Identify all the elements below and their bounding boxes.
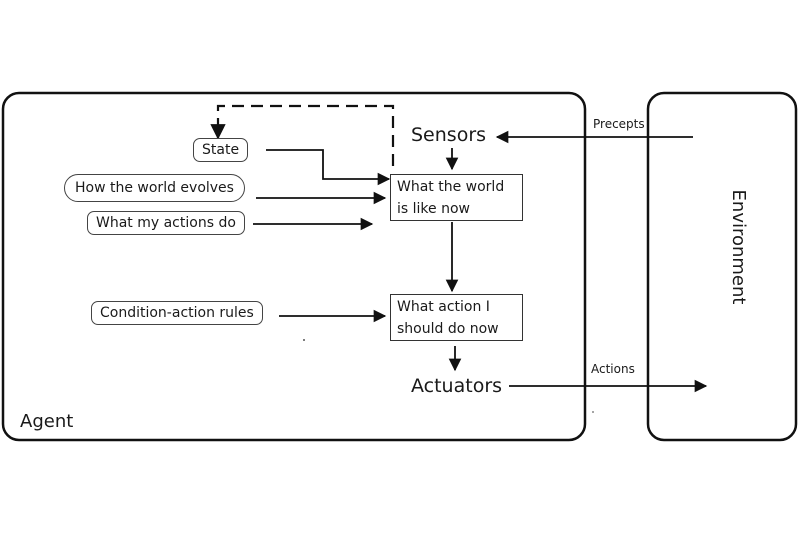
actions-do-pill: What my actions do [87, 211, 245, 235]
environment-frame [646, 91, 798, 442]
world-now-line-1: What the world [397, 179, 505, 195]
world-now-box: What the world is like now [390, 174, 523, 221]
percepts-label: Precepts [593, 117, 645, 131]
world-evolves-pill: How the world evolves [64, 174, 245, 202]
actions-label: Actions [591, 362, 635, 376]
speck [592, 411, 594, 413]
environment-label: Environment [728, 189, 749, 305]
action-now-box: What action I should do now [390, 294, 523, 341]
action-now-line-2: should do now [397, 321, 499, 337]
agent-frame [1, 91, 587, 442]
agent-label: Agent [20, 411, 74, 432]
state-pill: State [193, 138, 249, 162]
sensors-label: Sensors [411, 124, 487, 146]
speck [303, 339, 305, 341]
action-now-line-1: What action I [397, 299, 490, 315]
world-now-line-2: is like now [397, 201, 470, 217]
state-to-world-arrow [266, 149, 391, 186]
state-feedback-line [216, 104, 395, 166]
actuators-label: Actuators [411, 375, 503, 397]
rules-pill: Condition-action rules [91, 301, 263, 325]
